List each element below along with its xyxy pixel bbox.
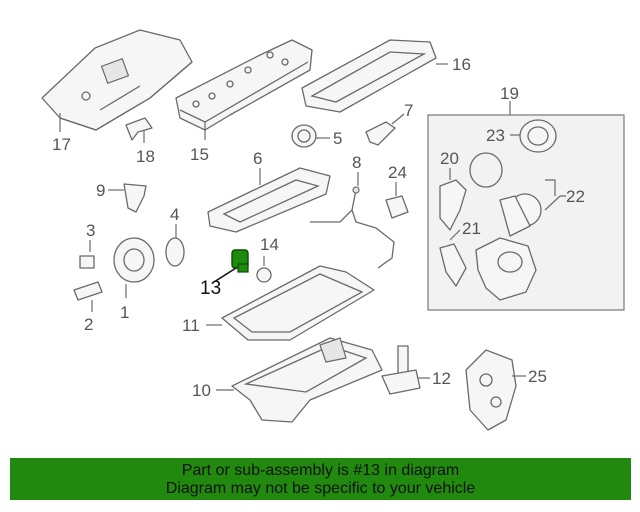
seal-ring-part [291,124,317,148]
callout-3: 3 [86,221,95,240]
callout-17: 17 [52,135,71,154]
callout-20: 20 [440,149,459,168]
seal-4-part [165,237,185,267]
cover-gasket-part [301,39,437,113]
callout-24: 24 [388,163,407,182]
callout-23: 23 [486,126,505,145]
bracket-part [125,117,153,141]
gasket-21-part [439,243,467,287]
callout-5: 5 [333,129,342,148]
callout-4: 4 [170,205,179,224]
plate-6-part [207,167,331,233]
callout-7: 7 [404,101,413,120]
callout-13: 13 [200,278,221,299]
parts-diagram: 17 18 15 16 5 7 19 23 20 [41,29,625,431]
banner-line-2: Diagram may not be specific to your vehi… [165,480,476,497]
callout-22: 22 [566,187,585,206]
callout-12: 12 [432,369,451,388]
sensor-wire-part [310,189,395,269]
o-ring-part [469,152,503,188]
pulley-part [113,237,155,283]
callout-18: 18 [136,147,155,166]
engine-cover-part [41,29,193,131]
callout-14: 14 [260,235,279,254]
highlighted-part-13 [231,249,249,273]
washer-14-part [256,267,272,283]
housing-25-part [465,349,517,431]
bolt-3-part [79,255,95,269]
callout-2: 2 [84,315,93,334]
callout-11: 11 [182,316,200,335]
sensor-9-part [123,183,147,213]
switch-24-part [385,195,409,219]
callout-9: 9 [96,181,105,200]
filter-cap-part [519,119,557,153]
callout-6: 6 [253,149,262,168]
callout-19: 19 [500,84,519,103]
banner-line-1: Part or sub-assembly is #13 in diagram [181,462,460,479]
sensor-part [365,121,396,146]
callout-25: 25 [528,367,547,386]
callout-15: 15 [190,145,209,164]
filter-housing-part [475,237,537,301]
callout-8: 8 [352,153,361,172]
callout-10: 10 [192,381,211,400]
filter-element-part [499,193,542,237]
gasket-20-part [439,179,467,231]
callout-16: 16 [452,55,471,74]
callout-21: 21 [462,219,481,238]
oil-pan-gasket-part [221,265,375,341]
oil-pan-part [231,337,383,423]
dipstick-tube-part [381,345,421,395]
cylinder-head-cover-part [175,39,313,131]
part-info-banner: Part or sub-assembly is #13 in diagram D… [10,458,631,500]
callout-1: 1 [120,303,129,322]
bolt-2-part [73,281,103,301]
